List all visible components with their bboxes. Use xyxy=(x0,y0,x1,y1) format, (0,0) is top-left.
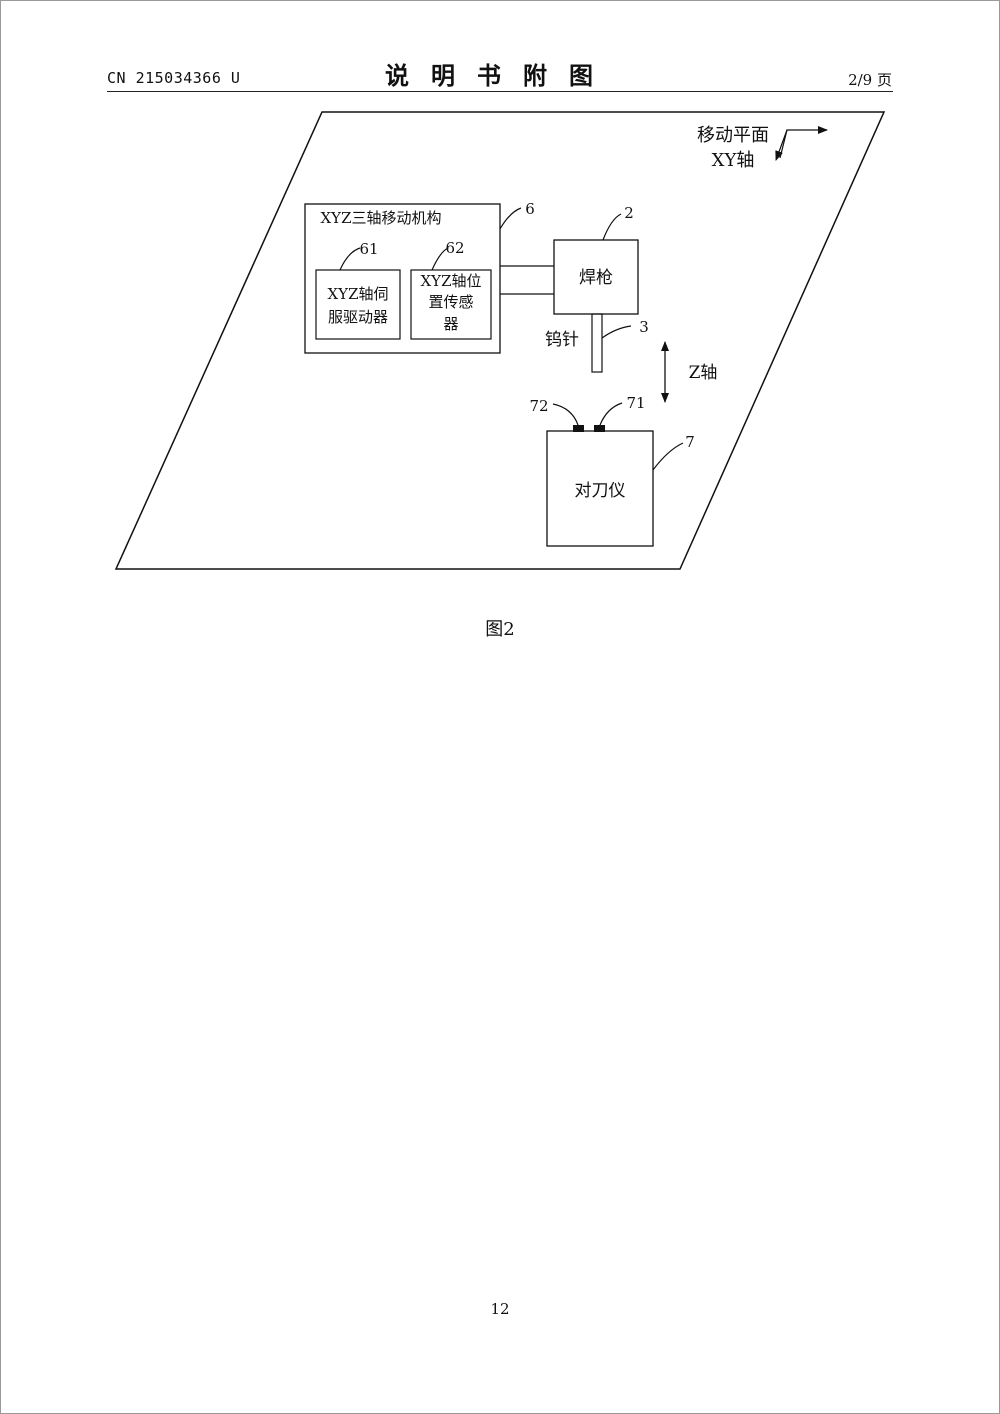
plane-label-line2: XY轴 xyxy=(712,150,755,171)
ref-71-leader xyxy=(599,402,623,426)
ref-7-leader xyxy=(652,442,684,471)
servo-driver-line2: 服驱动器 xyxy=(328,308,388,326)
ref-2-leader xyxy=(602,213,622,241)
ref-71: 71 xyxy=(626,394,645,412)
sensor-71-pad xyxy=(594,425,605,432)
xy-axis-arrow-x xyxy=(779,126,828,159)
tungsten-needle xyxy=(591,313,603,373)
ref-72: 72 xyxy=(529,397,548,415)
ref-6: 6 xyxy=(525,200,535,218)
header-rule xyxy=(107,91,893,92)
ref-61: 61 xyxy=(359,240,378,258)
ref-3: 3 xyxy=(639,318,649,336)
position-sensor-line2: 置传感 xyxy=(428,293,473,311)
tungsten-needle-label: 钨针 xyxy=(545,330,579,350)
ref-6-leader xyxy=(499,207,522,230)
ref-2: 2 xyxy=(624,204,634,222)
ref-72-leader xyxy=(552,403,579,426)
servo-driver-box xyxy=(315,269,401,340)
xyz-mechanism-title: XYZ三轴移动机构 xyxy=(320,209,441,227)
position-sensor-line1: XYZ轴位 xyxy=(420,272,481,290)
position-sensor-box xyxy=(410,269,492,340)
ref-7: 7 xyxy=(685,433,695,451)
xyz-mechanism-box xyxy=(304,203,501,354)
ref-3-leader xyxy=(601,325,632,339)
page-number: 12 xyxy=(490,1300,510,1318)
servo-driver-line1: XYZ轴伺 xyxy=(327,285,388,303)
position-sensor-line3: 器 xyxy=(443,315,458,333)
z-axis-label: Z轴 xyxy=(689,363,718,383)
page-indicator: 2/9 页 xyxy=(848,71,892,89)
movement-plane xyxy=(114,111,886,570)
sensor-72-pad xyxy=(573,425,584,432)
patent-number: CN 215034366 U xyxy=(107,69,241,87)
ref-62: 62 xyxy=(445,239,464,257)
section-title: 说明书附图 xyxy=(385,62,615,90)
tool-setter-label: 对刀仪 xyxy=(575,481,626,501)
ref-61-leader xyxy=(339,247,361,271)
welding-gun-label: 焊枪 xyxy=(579,268,613,288)
xy-axis-arrow-y xyxy=(775,129,788,161)
plane-label-line1: 移动平面 xyxy=(697,125,769,146)
ref-62-leader xyxy=(431,247,449,271)
figure-caption: 图2 xyxy=(485,619,515,640)
